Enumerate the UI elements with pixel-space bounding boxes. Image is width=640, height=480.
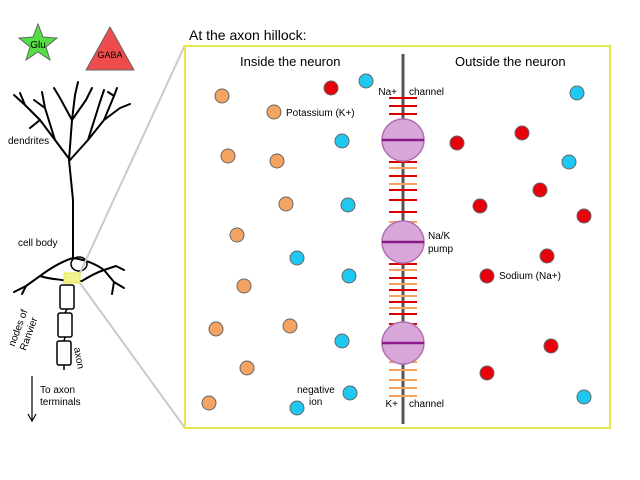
potassium-ion <box>229 227 245 243</box>
neuron-drawing <box>13 81 131 295</box>
negative-ion <box>561 154 577 170</box>
outside-neuron-label: Outside the neuron <box>455 54 566 69</box>
ion-particles <box>201 73 592 416</box>
negative-ion <box>334 133 350 149</box>
panel-title: At the axon hillock: <box>189 27 307 43</box>
potassium-ion <box>214 88 230 104</box>
sodium-ion <box>323 80 339 96</box>
negative-ion <box>358 73 374 89</box>
gaba-label: GABA <box>97 50 122 60</box>
potassium-ion <box>239 360 255 376</box>
potassium-label: Potassium (K+) <box>286 108 355 119</box>
dendrite-branch-mid <box>53 87 73 121</box>
negative-ion <box>576 389 592 405</box>
negative-ion <box>342 385 358 401</box>
glu-label: Glu <box>30 40 46 51</box>
pump-label-2: pump <box>428 244 453 255</box>
negative-ion <box>341 268 357 284</box>
zoom-line-bottom <box>79 282 186 429</box>
na-k-pump-3 <box>381 321 425 365</box>
glu-star-icon <box>17 22 59 62</box>
potassium-ion <box>278 196 294 212</box>
sodium-ion <box>472 198 488 214</box>
potassium-ion <box>236 278 252 294</box>
potassium-ion <box>220 148 236 164</box>
pump-label-1: Na/K <box>428 231 451 242</box>
negative-ion <box>289 250 305 266</box>
negative-ion-label-1: negative <box>297 385 335 396</box>
na-channel-label-right: channel <box>409 87 444 98</box>
sodium-ion <box>543 338 559 354</box>
negative-ion-label-2: ion <box>309 397 322 408</box>
nucleus <box>70 256 88 272</box>
potassium-ion <box>269 153 285 169</box>
dendrites-label: dendrites <box>8 136 49 147</box>
sodium-ion <box>449 135 465 151</box>
to-axon-terminals-label-2: terminals <box>40 397 81 408</box>
sodium-ion <box>514 125 530 141</box>
zoom-line-top <box>79 44 186 274</box>
cell-body-label: cell body <box>18 238 57 249</box>
na-k-pump-2 <box>381 220 425 264</box>
axon-hillock-highlight <box>63 272 81 284</box>
sodium-ion <box>576 208 592 224</box>
na-channel-label-left: Na+ <box>378 87 397 98</box>
potassium-ion <box>208 321 224 337</box>
k-channel-label-left: K+ <box>385 399 398 410</box>
inside-neuron-label: Inside the neuron <box>240 54 340 69</box>
k-channel-label-right: channel <box>409 399 444 410</box>
negative-ion <box>569 85 585 101</box>
down-arrow-icon <box>27 376 37 423</box>
negative-ion <box>334 333 350 349</box>
potassium-ion <box>282 318 298 334</box>
gaba-triangle-icon <box>85 25 135 71</box>
myelin-sheath <box>56 284 75 370</box>
sodium-ion <box>479 268 495 284</box>
negative-ion <box>340 197 356 213</box>
negative-ion <box>289 400 305 416</box>
na-k-pump-1 <box>381 118 425 162</box>
potassium-ion <box>201 395 217 411</box>
to-axon-terminals-label-1: To axon <box>40 385 75 396</box>
sodium-ion <box>532 182 548 198</box>
sodium-ion <box>539 248 555 264</box>
sodium-label: Sodium (Na+) <box>499 271 561 282</box>
axon-label: axon <box>71 347 86 370</box>
sodium-ion <box>479 365 495 381</box>
potassium-ion <box>266 104 282 120</box>
